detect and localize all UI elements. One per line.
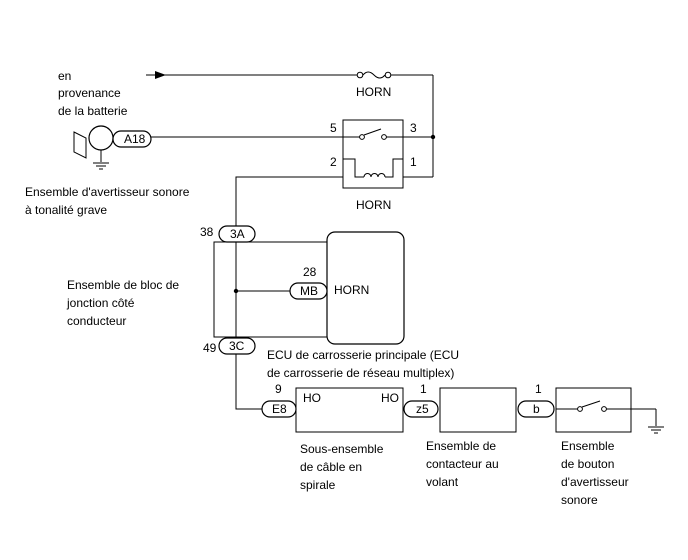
connector-e8-label: E8	[272, 402, 287, 416]
jb-to-spiral-wire	[235, 354, 262, 410]
spiral-label-line-1: Sous-ensemble	[300, 442, 384, 456]
jb-label-line-2: jonction côté	[66, 296, 135, 310]
source-label-line-1: en	[58, 69, 71, 83]
battery-feed: en provenance de la batterie	[58, 69, 357, 118]
connector-mb	[289, 282, 328, 300]
ecu-label-line-1: ECU de carrosserie principale (ECU	[267, 348, 459, 362]
jb-inner-label: HORN	[334, 283, 369, 297]
ecu-label-line-2: de carrosserie de réseau multiplex)	[267, 366, 454, 380]
connector-a18	[112, 130, 152, 148]
pin-28: 28	[303, 265, 317, 279]
ground-icon	[93, 162, 109, 170]
arrow-icon	[155, 71, 166, 79]
connector-b-label: b	[533, 402, 540, 416]
horn-label-line-1: Ensemble d'avertisseur sonore	[25, 185, 190, 199]
source-label-line-2: provenance	[58, 86, 121, 100]
pin-38: 38	[200, 225, 214, 239]
relay-pin-5: 5	[330, 121, 337, 135]
pin-9: 9	[275, 382, 282, 396]
steering-label-line-3: volant	[426, 475, 459, 489]
horn-button-box	[555, 387, 632, 433]
connector-b	[517, 400, 555, 418]
horn-button: b 1 Ensemble de bouton d'avertisseur son…	[517, 382, 664, 507]
steering-pad-switch: z5 1 Ensemble de contacteur au volant	[403, 382, 517, 489]
relay-switch-icon	[363, 128, 382, 136]
button-label-line-4: sonore	[561, 493, 598, 507]
fuse-label: HORN	[356, 85, 391, 99]
relay-pin-1: 1	[410, 155, 417, 169]
relay-coil-icon	[363, 173, 386, 178]
connector-3c-label: 3C	[229, 339, 245, 353]
connector-3c	[218, 337, 256, 355]
pin-49: 49	[203, 341, 217, 355]
fuse-icon	[362, 71, 386, 79]
connector-3a-label: 3A	[230, 227, 245, 241]
spiral-cable-box	[295, 387, 404, 433]
horn-label-line-2: à tonalité grave	[25, 203, 107, 217]
spiral-cable: E8 9 HO HO Sous-ensemble de câble en spi…	[261, 382, 404, 492]
connector-z5-label: z5	[416, 402, 429, 416]
spiral-label-line-2: de câble en	[300, 460, 362, 474]
jb-label-line-3: conducteur	[67, 314, 126, 328]
button-label-line-2: de bouton	[561, 457, 614, 471]
steering-label-line-2: contacteur au	[426, 457, 499, 471]
relay-to-jb-wire	[235, 176, 343, 226]
source-label-line-3: de la batterie	[58, 104, 128, 118]
low-tone-horn: A18 Ensemble d'avertisseur sonore à tona…	[25, 125, 343, 217]
steering-label-line-1: Ensemble de	[426, 439, 496, 453]
button-label-line-3: d'avertisseur	[561, 475, 629, 489]
relay-pin-2: 2	[330, 155, 337, 169]
horn-relay: 5 3 2 1 HORN	[330, 119, 433, 212]
ground-icon	[648, 426, 664, 434]
horn-switch-icon	[581, 400, 601, 408]
relay-pin-3: 3	[410, 121, 417, 135]
horn-icon	[73, 131, 87, 159]
connector-z5	[403, 400, 439, 418]
pin-1-z5: 1	[420, 382, 427, 396]
relay-box	[342, 119, 404, 189]
connector-mb-label: MB	[300, 284, 318, 298]
jb-label-line-1: Ensemble de bloc de	[67, 278, 179, 292]
spiral-label-line-3: spirale	[300, 478, 336, 492]
term-ho-left: HO	[303, 391, 321, 405]
button-label-line-1: Ensemble	[561, 439, 615, 453]
term-ho-right: HO	[381, 391, 399, 405]
pin-1-b: 1	[535, 382, 542, 396]
horn-fuse: HORN	[356, 71, 433, 99]
connector-a18-label: A18	[124, 132, 146, 146]
relay-label: HORN	[356, 198, 391, 212]
connector-3a	[218, 225, 256, 243]
steering-switch-box	[439, 387, 517, 433]
junction-block: HORN 3A 38 MB 28 3C 49 Ensemble de bloc …	[66, 225, 405, 355]
